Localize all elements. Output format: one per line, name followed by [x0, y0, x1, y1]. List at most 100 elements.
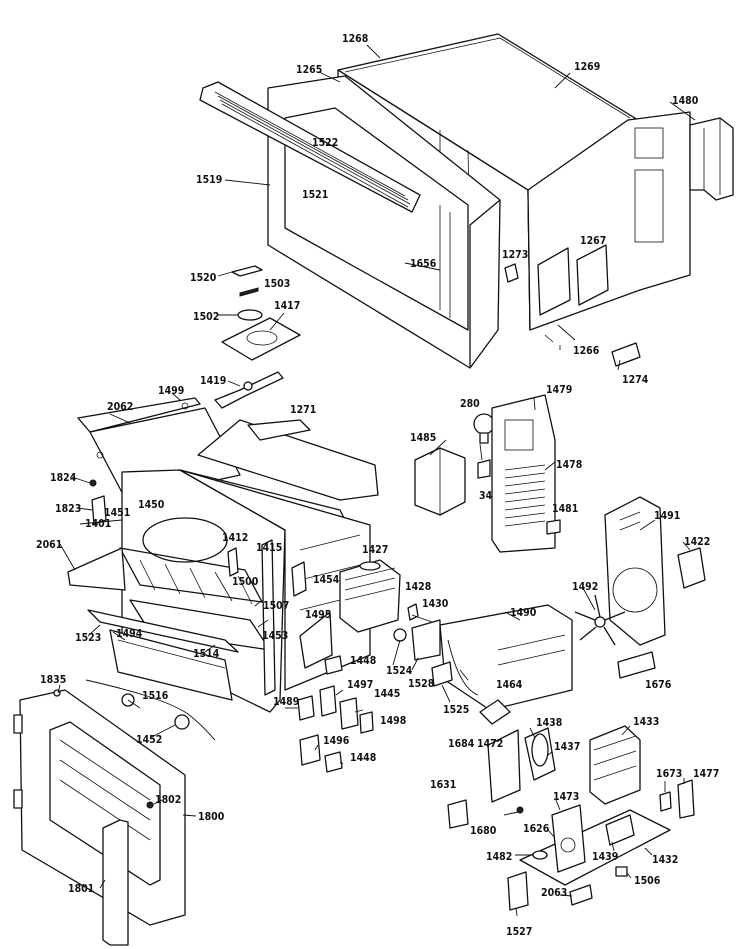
front-rail-1523-1494: [87, 609, 239, 701]
label-1656: 1656: [410, 258, 437, 270]
label-1268: 1268: [342, 33, 368, 45]
small-clip-1448b: [324, 751, 343, 773]
duct-1490: [439, 604, 573, 711]
label-1503: 1503: [264, 278, 290, 290]
door-1800: [13, 689, 186, 926]
label-1432: 1432: [652, 854, 678, 866]
trim-1274: [611, 342, 641, 367]
label-1525: 1525: [443, 704, 469, 716]
stirrer-1502-1417: [221, 309, 301, 361]
label-1433: 1433: [633, 716, 659, 728]
label-1491: 1491: [654, 510, 680, 522]
oven-rack-1450: [119, 547, 263, 605]
label-1514: 1514: [193, 648, 220, 660]
label-1452: 1452: [136, 734, 162, 746]
label-1401: 1401: [85, 518, 111, 530]
bracket-1684-1472: [479, 699, 521, 803]
label-1497: 1497: [347, 679, 373, 691]
hinge-1412-1415: [227, 539, 276, 696]
label-1631: 1631: [430, 779, 456, 791]
label-1485: 1485: [410, 432, 436, 444]
switches-1497-1445-1498: [319, 685, 374, 734]
label-1524: 1524: [386, 665, 413, 677]
label-1676: 1676: [645, 679, 672, 691]
label-1274: 1274: [622, 374, 649, 386]
label-1490: 1490: [510, 607, 537, 619]
cavity-top-1271: [179, 419, 379, 521]
label-1482: 1482: [486, 851, 512, 863]
label-1519: 1519: [196, 174, 222, 186]
plate-1438-1437: [524, 727, 556, 781]
screw-1680: [516, 806, 524, 814]
label-1437: 1437: [554, 741, 580, 753]
label-1489: 1489: [273, 696, 299, 708]
vent-grille-1522: [199, 81, 421, 213]
label-1684: 1684: [448, 738, 475, 750]
wire-1464-1525: [431, 639, 479, 696]
label-1673: 1673: [656, 768, 682, 780]
filter-1676: [617, 651, 656, 679]
nut-1481: [546, 519, 561, 535]
shield-1430: [407, 603, 419, 621]
label-1448a: 1448: [350, 655, 376, 667]
label-1823: 1823: [55, 503, 81, 515]
connector-1631: [447, 799, 469, 829]
parts-1524-1528: [393, 619, 441, 661]
label-1415: 1415: [256, 542, 282, 554]
label-1527: 1527: [506, 926, 532, 938]
label-1802: 1802: [155, 794, 181, 806]
cover-1485: [414, 447, 466, 516]
label-1265: 1265: [296, 64, 322, 76]
label-1496: 1496: [323, 735, 350, 747]
label-1680: 1680: [470, 825, 497, 837]
bracket-1480: [689, 117, 734, 201]
label-34: 34: [479, 490, 493, 502]
label-1419: 1419: [200, 375, 226, 387]
label-1269: 1269: [574, 61, 600, 73]
socket-34: [477, 459, 491, 479]
label-1502: 1502: [193, 311, 219, 323]
label-1450: 1450: [138, 499, 165, 511]
label-1801: 1801: [68, 883, 94, 895]
mount-1489: [297, 695, 315, 721]
latch-1496: [299, 734, 321, 766]
label-1445: 1445: [374, 688, 400, 700]
small-clip-1448a: [324, 655, 343, 675]
base-plate-1432: [519, 809, 671, 886]
label-1522: 1522: [312, 137, 338, 149]
label-1438: 1438: [536, 717, 562, 729]
label-1267: 1267: [580, 235, 606, 247]
bracket-1495: [299, 611, 333, 669]
label-1427: 1427: [362, 544, 388, 556]
label-1453: 1453: [262, 630, 288, 642]
bracket-1520-screw-1503: [231, 265, 263, 297]
label-1492: 1492: [572, 581, 598, 593]
label-1800: 1800: [198, 811, 225, 823]
label-1422: 1422: [684, 536, 710, 548]
label-1430: 1430: [422, 598, 449, 610]
control-board-1473-1626: [551, 804, 586, 873]
label-1500: 1500: [232, 576, 259, 588]
wire-harness-1516-1452: [85, 679, 216, 741]
clip-1273: [504, 263, 519, 283]
label-1507: 1507: [263, 600, 289, 612]
label-1494: 1494: [116, 628, 143, 640]
lamp-280: [473, 413, 495, 444]
duct-1479-1478: [491, 394, 556, 553]
motor-1422: [677, 547, 706, 589]
label-1495: 1495: [305, 609, 331, 621]
side-bracket-2061: [67, 547, 126, 591]
label-1481: 1481: [552, 503, 578, 515]
label-1266: 1266: [573, 345, 600, 357]
label-1273: 1273: [502, 249, 528, 261]
magnetron-1427-1428: [339, 559, 401, 633]
label-1499: 1499: [158, 385, 184, 397]
label-1528: 1528: [408, 678, 434, 690]
label-1464: 1464: [496, 679, 523, 691]
transformer-1433: [589, 725, 641, 805]
label-1271: 1271: [290, 404, 316, 416]
label-1626: 1626: [523, 823, 550, 835]
label-1506: 1506: [634, 875, 661, 887]
label-2062: 2062: [107, 401, 133, 413]
